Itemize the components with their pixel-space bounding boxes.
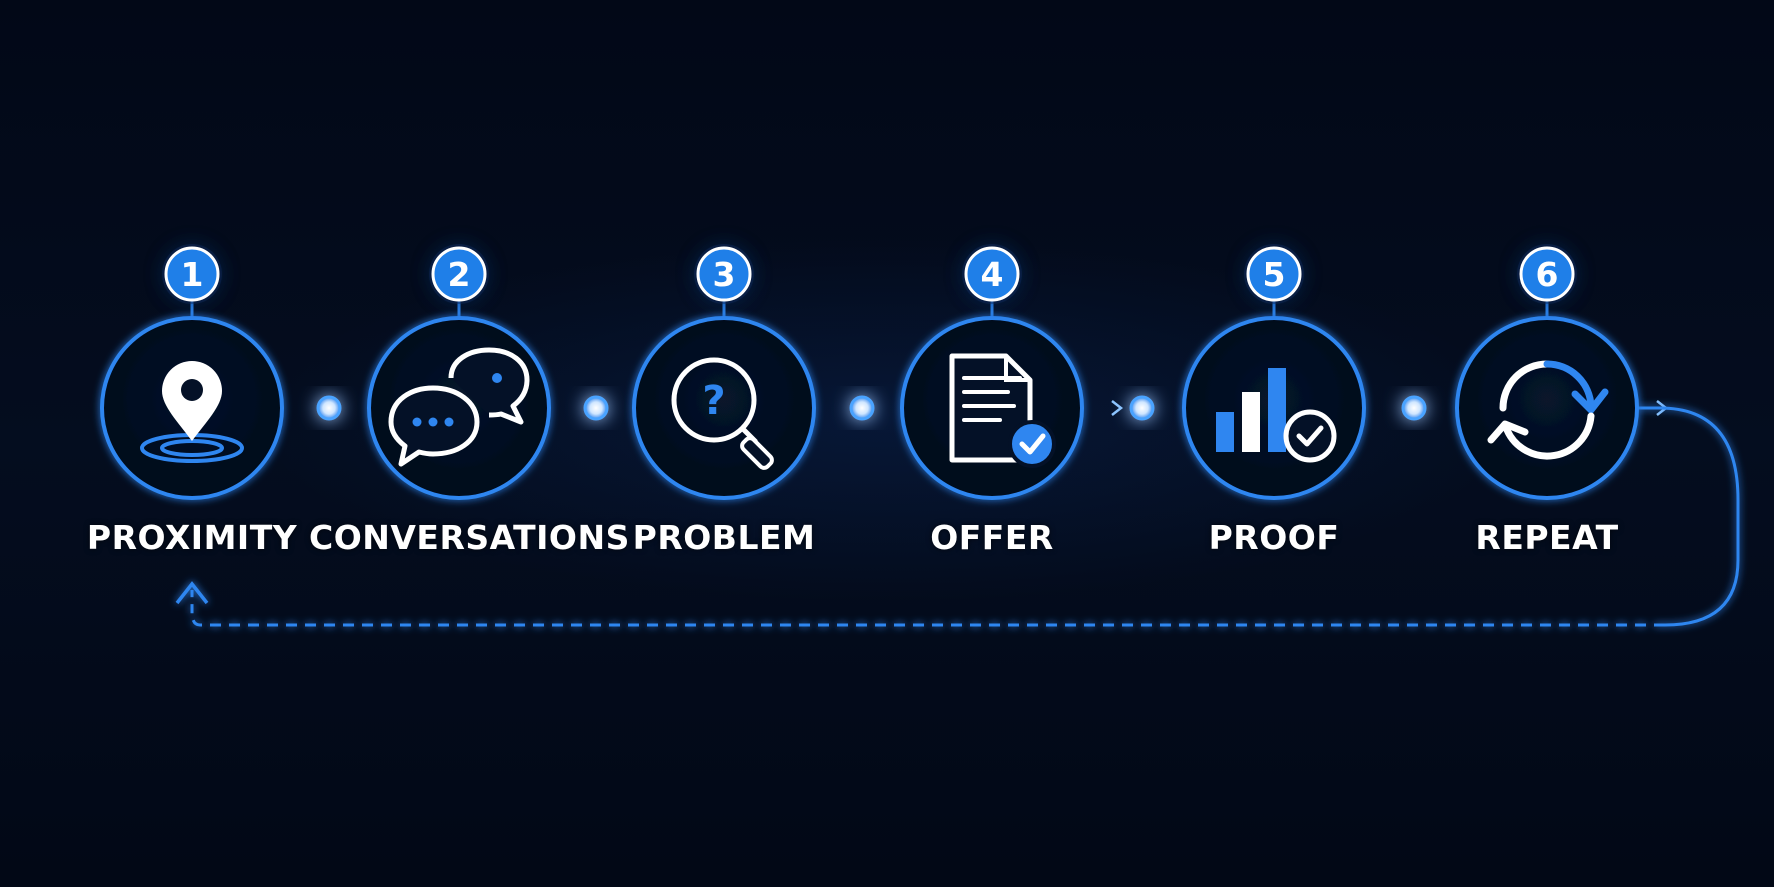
connector-dot <box>1129 395 1155 421</box>
step-node-1: 1 <box>100 244 284 500</box>
magnifier-question-icon: ? <box>671 357 774 470</box>
loop-dashed-corner <box>190 590 201 627</box>
step-number-badge <box>1246 246 1302 302</box>
step-circle <box>1455 316 1639 500</box>
chat-bubbles-icon <box>388 347 530 467</box>
step-node-3: ?3 <box>632 244 816 500</box>
loop-arrow-up-icon <box>175 581 209 605</box>
step-number: 5 <box>1263 255 1286 294</box>
step-number-badge <box>964 246 1020 302</box>
refresh-cycle-icon <box>1487 360 1609 460</box>
step-node-5: 5 <box>1182 244 1366 500</box>
arrow-head <box>1111 400 1124 416</box>
step-number-badge <box>1519 246 1575 302</box>
step-node-2: 2 <box>367 244 551 500</box>
connector-dot <box>316 395 342 421</box>
loop-back-path <box>175 406 1740 627</box>
step-number: 1 <box>181 255 204 294</box>
step-node-4: 4 <box>900 244 1084 500</box>
step-number: 6 <box>1536 255 1559 294</box>
connector-dot <box>849 395 875 421</box>
step-number: 3 <box>713 255 736 294</box>
connector-dot <box>1401 395 1427 421</box>
step-number-badge <box>164 246 220 302</box>
step-label-offer: OFFER <box>930 518 1054 557</box>
document-check-icon <box>949 353 1056 468</box>
step-label-proximity: PROXIMITY <box>86 518 298 557</box>
step-number: 2 <box>448 255 471 294</box>
step-label-problem: PROBLEM <box>632 518 816 557</box>
step-number-badge <box>431 246 487 302</box>
connector-dot <box>583 395 609 421</box>
step-number-badge <box>696 246 752 302</box>
step-label-repeat: REPEAT <box>1475 518 1619 557</box>
svg-text:?: ? <box>702 378 725 424</box>
location-pin-icon <box>140 361 244 463</box>
step-label-proof: PROOF <box>1208 518 1340 557</box>
connector-dots <box>316 395 1427 421</box>
step-number: 4 <box>981 255 1004 294</box>
bar-chart-check-icon <box>1216 368 1337 463</box>
step-label-conversations: CONVERSATIONS <box>309 518 630 557</box>
step-node-6: 6 <box>1455 244 1639 500</box>
loop-solid-curve <box>1635 406 1740 627</box>
